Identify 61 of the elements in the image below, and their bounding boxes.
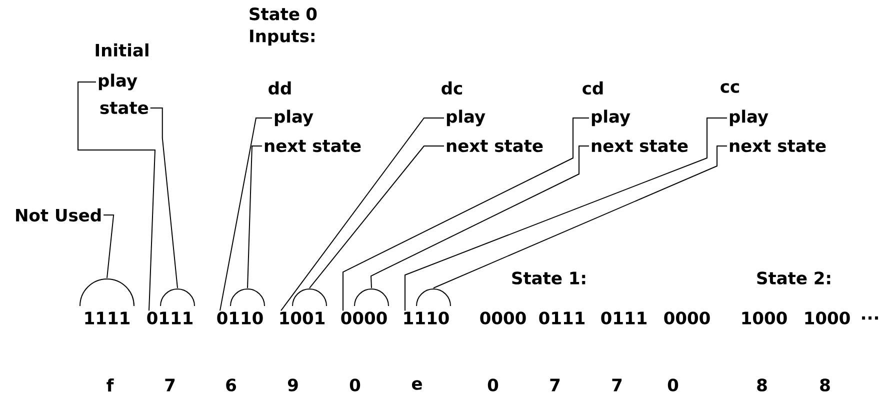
- heading: State 0 Inputs:: [250, 8, 317, 46]
- bracket-arc: [160, 288, 195, 306]
- bracket-arc: [292, 288, 327, 306]
- bit-group: 0000: [480, 312, 526, 324]
- hex-digit: 0: [488, 378, 498, 392]
- leader-line: [309, 146, 444, 288]
- hex-digit: 6: [226, 378, 236, 392]
- hex-digit: f: [106, 378, 114, 392]
- callout-label: play: [98, 74, 138, 90]
- callout-label: play: [446, 110, 486, 126]
- bit-group: 0110: [217, 312, 263, 324]
- hex-digit: 8: [757, 378, 767, 392]
- bracket-arc: [354, 288, 389, 306]
- hex-digit: 7: [550, 378, 560, 392]
- leader-line: [247, 146, 262, 288]
- hex-digit: 8: [820, 378, 830, 392]
- bit-group: 1111: [85, 312, 130, 324]
- bit-group: 0111: [601, 312, 647, 324]
- leader-line: [103, 214, 114, 278]
- bracket-arc: [80, 278, 134, 306]
- bit-group: 1110: [404, 312, 449, 324]
- leader-line: [342, 118, 590, 312]
- callout-label: next state: [592, 140, 688, 152]
- leader-line: [78, 82, 156, 312]
- bit-group: 1000: [742, 312, 787, 324]
- hex-digit: 9: [288, 378, 298, 392]
- bracket-arc: [230, 288, 265, 306]
- leader-line: [220, 118, 272, 312]
- heading: Initial: [96, 43, 148, 57]
- bit-group: 1001: [280, 312, 324, 324]
- hex-digit: 7: [165, 378, 175, 392]
- bit-group: 1000: [805, 312, 850, 324]
- hex-digit: e: [412, 380, 422, 390]
- bit-group: 0000: [341, 312, 387, 324]
- bit-group: 0111: [147, 312, 192, 324]
- callout-label: Not Used: [16, 208, 101, 222]
- callout-label: play: [730, 110, 768, 126]
- bracket-arc: [416, 288, 451, 306]
- bit-group: 0111: [539, 312, 584, 324]
- callout-label: state: [100, 102, 148, 114]
- callout-label: play: [592, 110, 630, 126]
- leader-line: [370, 146, 590, 288]
- leader-line: [150, 108, 178, 288]
- hex-digit: 0: [350, 378, 360, 392]
- leader-line: [280, 118, 444, 312]
- state-label: State 2:: [757, 272, 830, 284]
- state-label: dd: [268, 81, 291, 95]
- leader-line: [404, 118, 728, 312]
- hex-digit: 0: [668, 378, 678, 392]
- callout-label: next state: [446, 140, 543, 152]
- callout-label: play: [274, 110, 314, 126]
- bit-group: ...: [862, 316, 878, 320]
- state-label: cd: [582, 81, 603, 95]
- callout-label: next state: [730, 140, 826, 152]
- hex-digit: 7: [612, 378, 622, 392]
- state-label: dc: [442, 81, 462, 95]
- callout-label: next state: [264, 140, 361, 152]
- leader-line: [433, 146, 728, 288]
- bit-group: 0000: [664, 312, 710, 324]
- state-label: cc: [720, 83, 739, 93]
- state-label: State 1:: [512, 272, 586, 284]
